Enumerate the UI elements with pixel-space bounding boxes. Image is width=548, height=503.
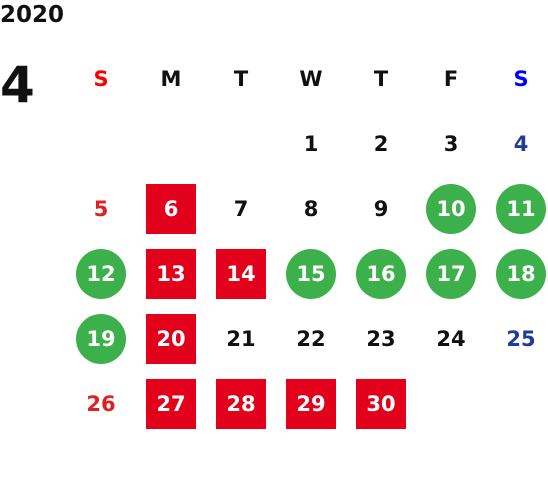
calendar-day-number: 21 — [226, 326, 256, 351]
calendar-day-cell — [416, 371, 486, 436]
weekday-header-saturday: S — [513, 66, 529, 91]
calendar-day-number: 16 — [356, 248, 406, 299]
calendar-day-cell: 9 — [346, 176, 416, 241]
calendar-day-cell: 23 — [346, 306, 416, 371]
calendar-day-number: 19 — [76, 313, 126, 364]
calendar-day-number: 12 — [76, 248, 126, 299]
calendar-day-cell — [486, 371, 548, 436]
calendar-day-cell: 13 — [136, 241, 206, 306]
calendar-day-cell: 15 — [276, 241, 346, 306]
calendar-day-number: 18 — [496, 248, 546, 299]
calendar-day-cell: 4 — [486, 111, 548, 176]
calendar-day-number: 14 — [216, 248, 266, 299]
calendar-day-number: 8 — [303, 196, 319, 221]
calendar-day-number: 7 — [233, 196, 249, 221]
calendar-day-cell: 16 — [346, 241, 416, 306]
calendar-day-cell: 18 — [486, 241, 548, 306]
calendar-day-cell: 30 — [346, 371, 416, 436]
calendar-day-cell: 25 — [486, 306, 548, 371]
calendar-day-cell: 7 — [206, 176, 276, 241]
calendar-day-number: 9 — [373, 196, 389, 221]
calendar-day-number: 26 — [86, 391, 116, 416]
calendar-day-cell: 8 — [276, 176, 346, 241]
weekday-header-sunday: S — [93, 66, 109, 91]
calendar-day-cell — [206, 111, 276, 176]
calendar-day-cell: 1 — [276, 111, 346, 176]
year-label: 2020 — [0, 2, 65, 28]
calendar-day-cell: 2 — [346, 111, 416, 176]
calendar-day-number: 30 — [356, 378, 406, 429]
calendar-day-number: 1 — [303, 131, 319, 156]
weekday-header-thursday: T — [373, 66, 389, 91]
calendar-day-cell: 14 — [206, 241, 276, 306]
calendar-day-cell: 17 — [416, 241, 486, 306]
calendar-day-number: 24 — [436, 326, 466, 351]
calendar-day-cell: 27 — [136, 371, 206, 436]
calendar-day-cell: 11 — [486, 176, 548, 241]
calendar-day-cell: 5 — [66, 176, 136, 241]
weekday-header-friday: F — [443, 66, 459, 91]
calendar-day-number: 27 — [146, 378, 196, 429]
weekday-header-monday: M — [160, 66, 182, 91]
calendar-day-number: 15 — [286, 248, 336, 299]
calendar-day-cell: 6 — [136, 176, 206, 241]
calendar-day-cell — [66, 111, 136, 176]
calendar-day-number: 13 — [146, 248, 196, 299]
calendar-day-number: 10 — [426, 183, 476, 234]
weekday-header-tuesday: T — [233, 66, 249, 91]
calendar-day-cell: 3 — [416, 111, 486, 176]
weekday-header-wednesday: W — [299, 66, 323, 91]
calendar-day-cell: 29 — [276, 371, 346, 436]
calendar-day-cell: 21 — [206, 306, 276, 371]
calendar-day-cell: 12 — [66, 241, 136, 306]
calendar-day-number: 4 — [513, 131, 529, 156]
calendar-day-number: 28 — [216, 378, 266, 429]
calendar-day-cell: 22 — [276, 306, 346, 371]
calendar-day-number: 17 — [426, 248, 476, 299]
month-number: 4 — [0, 56, 35, 114]
calendar-day-cell: 24 — [416, 306, 486, 371]
calendar-day-number: 2 — [373, 131, 389, 156]
calendar-day-number: 25 — [506, 326, 536, 351]
calendar-day-cell: 20 — [136, 306, 206, 371]
calendar-day-number: 23 — [366, 326, 396, 351]
calendar-day-cell: 28 — [206, 371, 276, 436]
calendar-day-number: 3 — [443, 131, 459, 156]
calendar-day-number: 20 — [146, 313, 196, 364]
calendar-day-number: 5 — [93, 196, 109, 221]
calendar-day-cell: 19 — [66, 306, 136, 371]
calendar-day-number: 6 — [146, 183, 196, 234]
calendar-day-cell: 10 — [416, 176, 486, 241]
calendar-day-number: 29 — [286, 378, 336, 429]
calendar-day-number: 22 — [296, 326, 326, 351]
calendar-day-cell: 26 — [66, 371, 136, 436]
calendar-day-number: 11 — [496, 183, 546, 234]
calendar-day-cell — [136, 111, 206, 176]
